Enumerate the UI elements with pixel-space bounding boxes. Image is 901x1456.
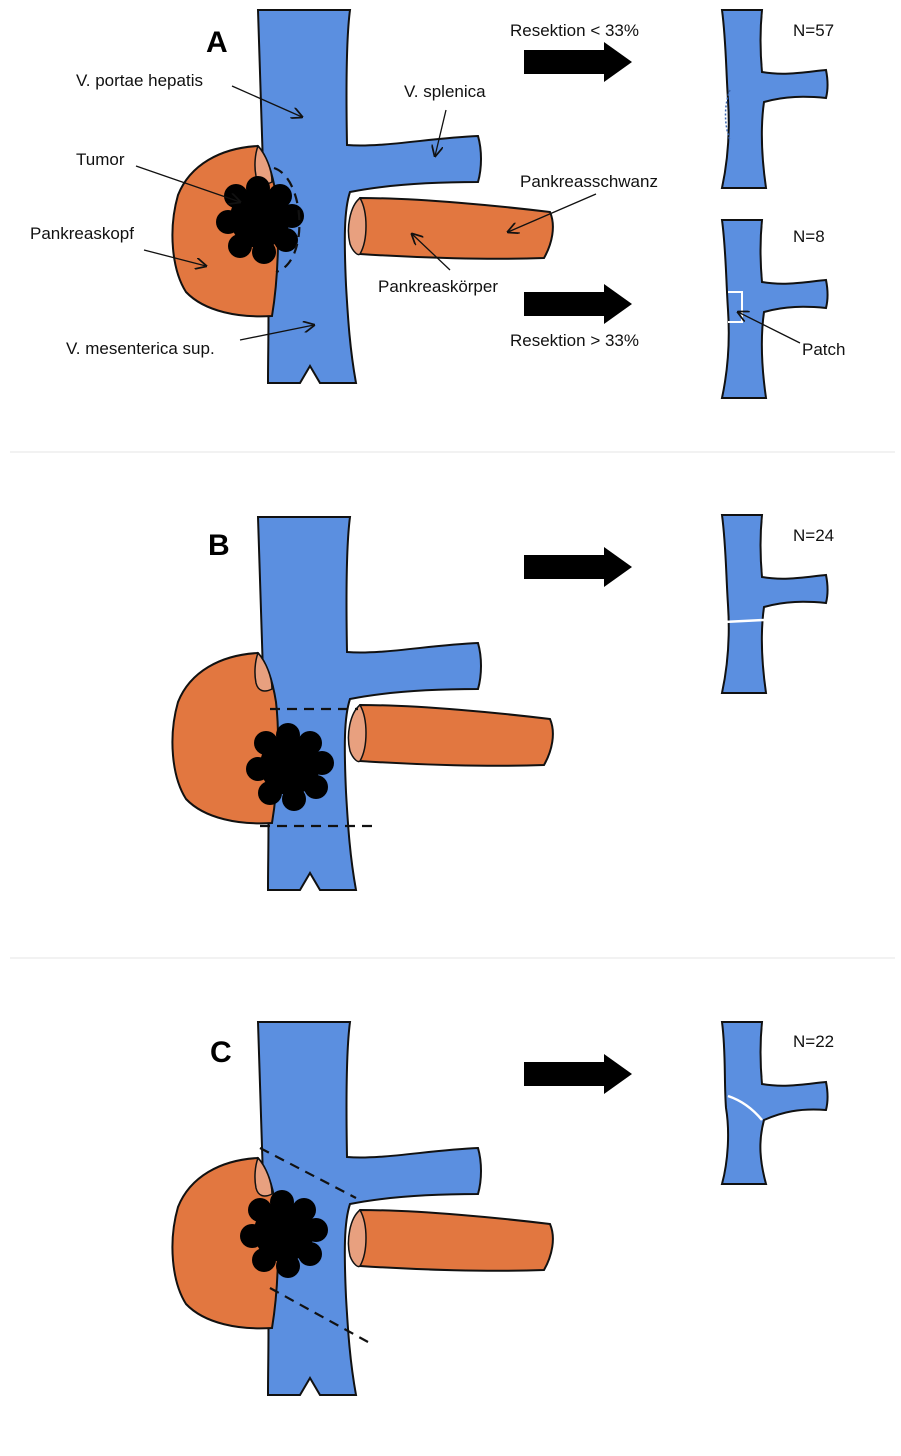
block-arrow-c <box>524 1054 632 1094</box>
n-label-a2: N=8 <box>793 227 825 246</box>
label-resection-small: Resektion < 33% <box>510 21 639 40</box>
block-arrow-b <box>524 547 632 587</box>
pancreas-body-a <box>348 198 552 259</box>
panel-b: B N=24 <box>172 515 834 890</box>
block-arrow-a2 <box>524 284 632 324</box>
label-pancreas-head: Pankreaskopf <box>30 224 134 243</box>
panel-letter-a: A <box>206 26 228 59</box>
result-vein-a2 <box>722 220 828 398</box>
n-label-a1: N=57 <box>793 21 834 40</box>
pancreas-body-c <box>348 1210 552 1271</box>
label-resection-large: Resektion > 33% <box>510 331 639 350</box>
label-pancreas-body: Pankreaskörper <box>378 277 498 296</box>
label-portal-vein: V. portae hepatis <box>76 71 203 90</box>
label-smv: V. mesenterica sup. <box>66 339 215 358</box>
main-vein-b <box>258 517 481 890</box>
panel-letter-b: B <box>208 529 230 562</box>
label-pancreas-tail: Pankreasschwanz <box>520 172 658 191</box>
panel-a: A V. portae hepatis V. splenica Tumor Pa… <box>30 10 845 398</box>
panel-letter-c: C <box>210 1036 232 1069</box>
block-arrow-a1 <box>524 42 632 82</box>
label-splenic-vein: V. splenica <box>404 82 486 101</box>
panel-c: C N=22 <box>172 1022 834 1395</box>
label-tumor: Tumor <box>76 150 125 169</box>
n-label-b: N=24 <box>793 526 834 545</box>
n-label-c: N=22 <box>793 1032 834 1051</box>
label-patch: Patch <box>802 340 845 359</box>
pancreas-body-b <box>348 705 552 766</box>
